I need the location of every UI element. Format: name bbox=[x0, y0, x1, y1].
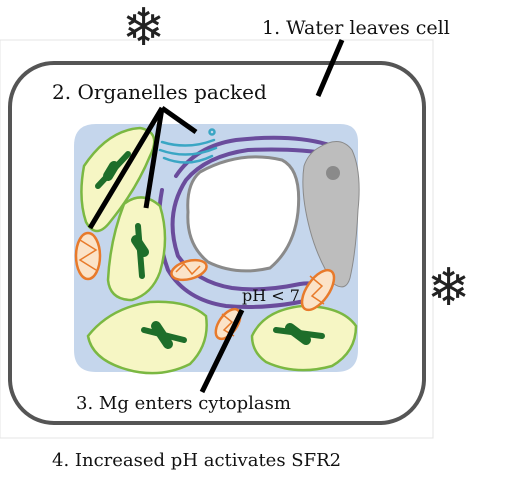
mitochondria bbox=[74, 231, 336, 341]
golgi-apparatus bbox=[158, 128, 218, 164]
label-ph-activates-sfr2: 4. Increased pH activates SFR2 bbox=[52, 450, 342, 471]
label-ph: pH < 7 bbox=[242, 286, 300, 305]
callout-line-organelles bbox=[87, 106, 165, 230]
callout-line-organelles bbox=[160, 105, 198, 135]
callout-line-water bbox=[315, 39, 345, 97]
label-organelles-packed: 2. Organelles packed bbox=[52, 80, 267, 104]
thylakoids bbox=[95, 151, 325, 349]
vacuole bbox=[186, 155, 301, 273]
mitochondrion bbox=[74, 231, 102, 281]
nucleolus bbox=[326, 166, 340, 180]
snowflake-icon: ❄ bbox=[122, 0, 166, 58]
chloroplast bbox=[86, 300, 208, 375]
nucleus bbox=[302, 141, 360, 288]
er-strand-outer bbox=[170, 135, 334, 292]
label-mg-enters-cytoplasm: 3. Mg enters cytoplasm bbox=[76, 393, 291, 414]
callout-line-mg bbox=[199, 308, 245, 394]
snowflake-icon: ❄ bbox=[427, 258, 471, 318]
outer-frame bbox=[0, 39, 434, 439]
label-water-leaves-cell: 1. Water leaves cell bbox=[262, 17, 450, 39]
callout-line-organelles bbox=[143, 107, 165, 209]
